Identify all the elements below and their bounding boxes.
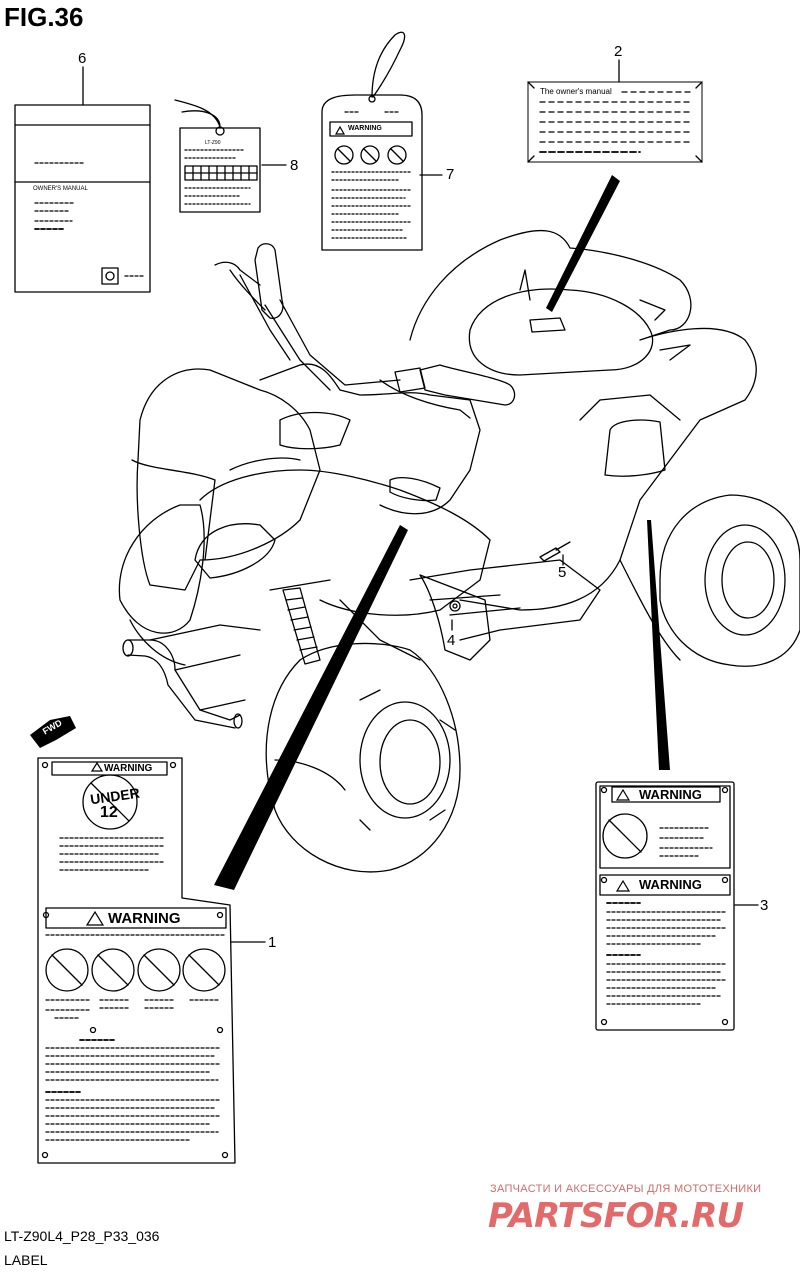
warning-text-1-main: WARNING bbox=[108, 910, 181, 927]
rear-fender bbox=[409, 229, 757, 611]
pointer-label-2 bbox=[546, 175, 620, 312]
front-wheel-right bbox=[265, 642, 461, 873]
warning-text-3-top: WARNING bbox=[639, 787, 702, 802]
under-12-number: 12 bbox=[100, 804, 118, 821]
owners-manual-text-6: OWNER'S MANUAL bbox=[33, 186, 88, 192]
rear-wheel bbox=[659, 494, 800, 667]
callout-2: 2 bbox=[614, 43, 623, 60]
callout-3: 3 bbox=[760, 897, 769, 914]
watermark-logo: PARTSFOR.RU bbox=[488, 1196, 744, 1236]
callout-6: 6 bbox=[78, 50, 87, 67]
callout-4: 4 bbox=[447, 632, 456, 649]
seat bbox=[468, 288, 654, 376]
figure-title: FIG.36 bbox=[4, 2, 84, 32]
figure-section: LABEL bbox=[4, 1252, 48, 1268]
callout-5: 5 bbox=[558, 564, 567, 581]
handlebar-left bbox=[254, 243, 284, 319]
pointer-label-3 bbox=[647, 520, 670, 770]
callout-8: 8 bbox=[290, 157, 299, 174]
callout-7: 7 bbox=[446, 166, 455, 183]
handlebar-right bbox=[419, 364, 516, 406]
tag8-text: LT-Z90 bbox=[205, 140, 221, 146]
figure-code: LT-Z90L4_P28_P33_036 bbox=[4, 1228, 160, 1244]
warning-text-7: WARNING bbox=[348, 125, 382, 132]
warning-text-1-top: WARNING bbox=[104, 763, 153, 774]
front-fender bbox=[136, 368, 321, 591]
warning-text-3-main: WARNING bbox=[639, 877, 702, 892]
fwd-arrow bbox=[30, 716, 76, 748]
owners-manual-text-2: The owner's manual bbox=[540, 87, 612, 96]
watermark-text: ЗАПЧАСТИ И АКСЕССУАРЫ ДЛЯ МОТОТЕХНИКИ bbox=[490, 1183, 762, 1195]
front-wheel-left bbox=[118, 504, 205, 634]
pointer-label-1 bbox=[214, 525, 408, 890]
callout-1: 1 bbox=[268, 934, 277, 951]
front-bumper bbox=[127, 639, 241, 721]
